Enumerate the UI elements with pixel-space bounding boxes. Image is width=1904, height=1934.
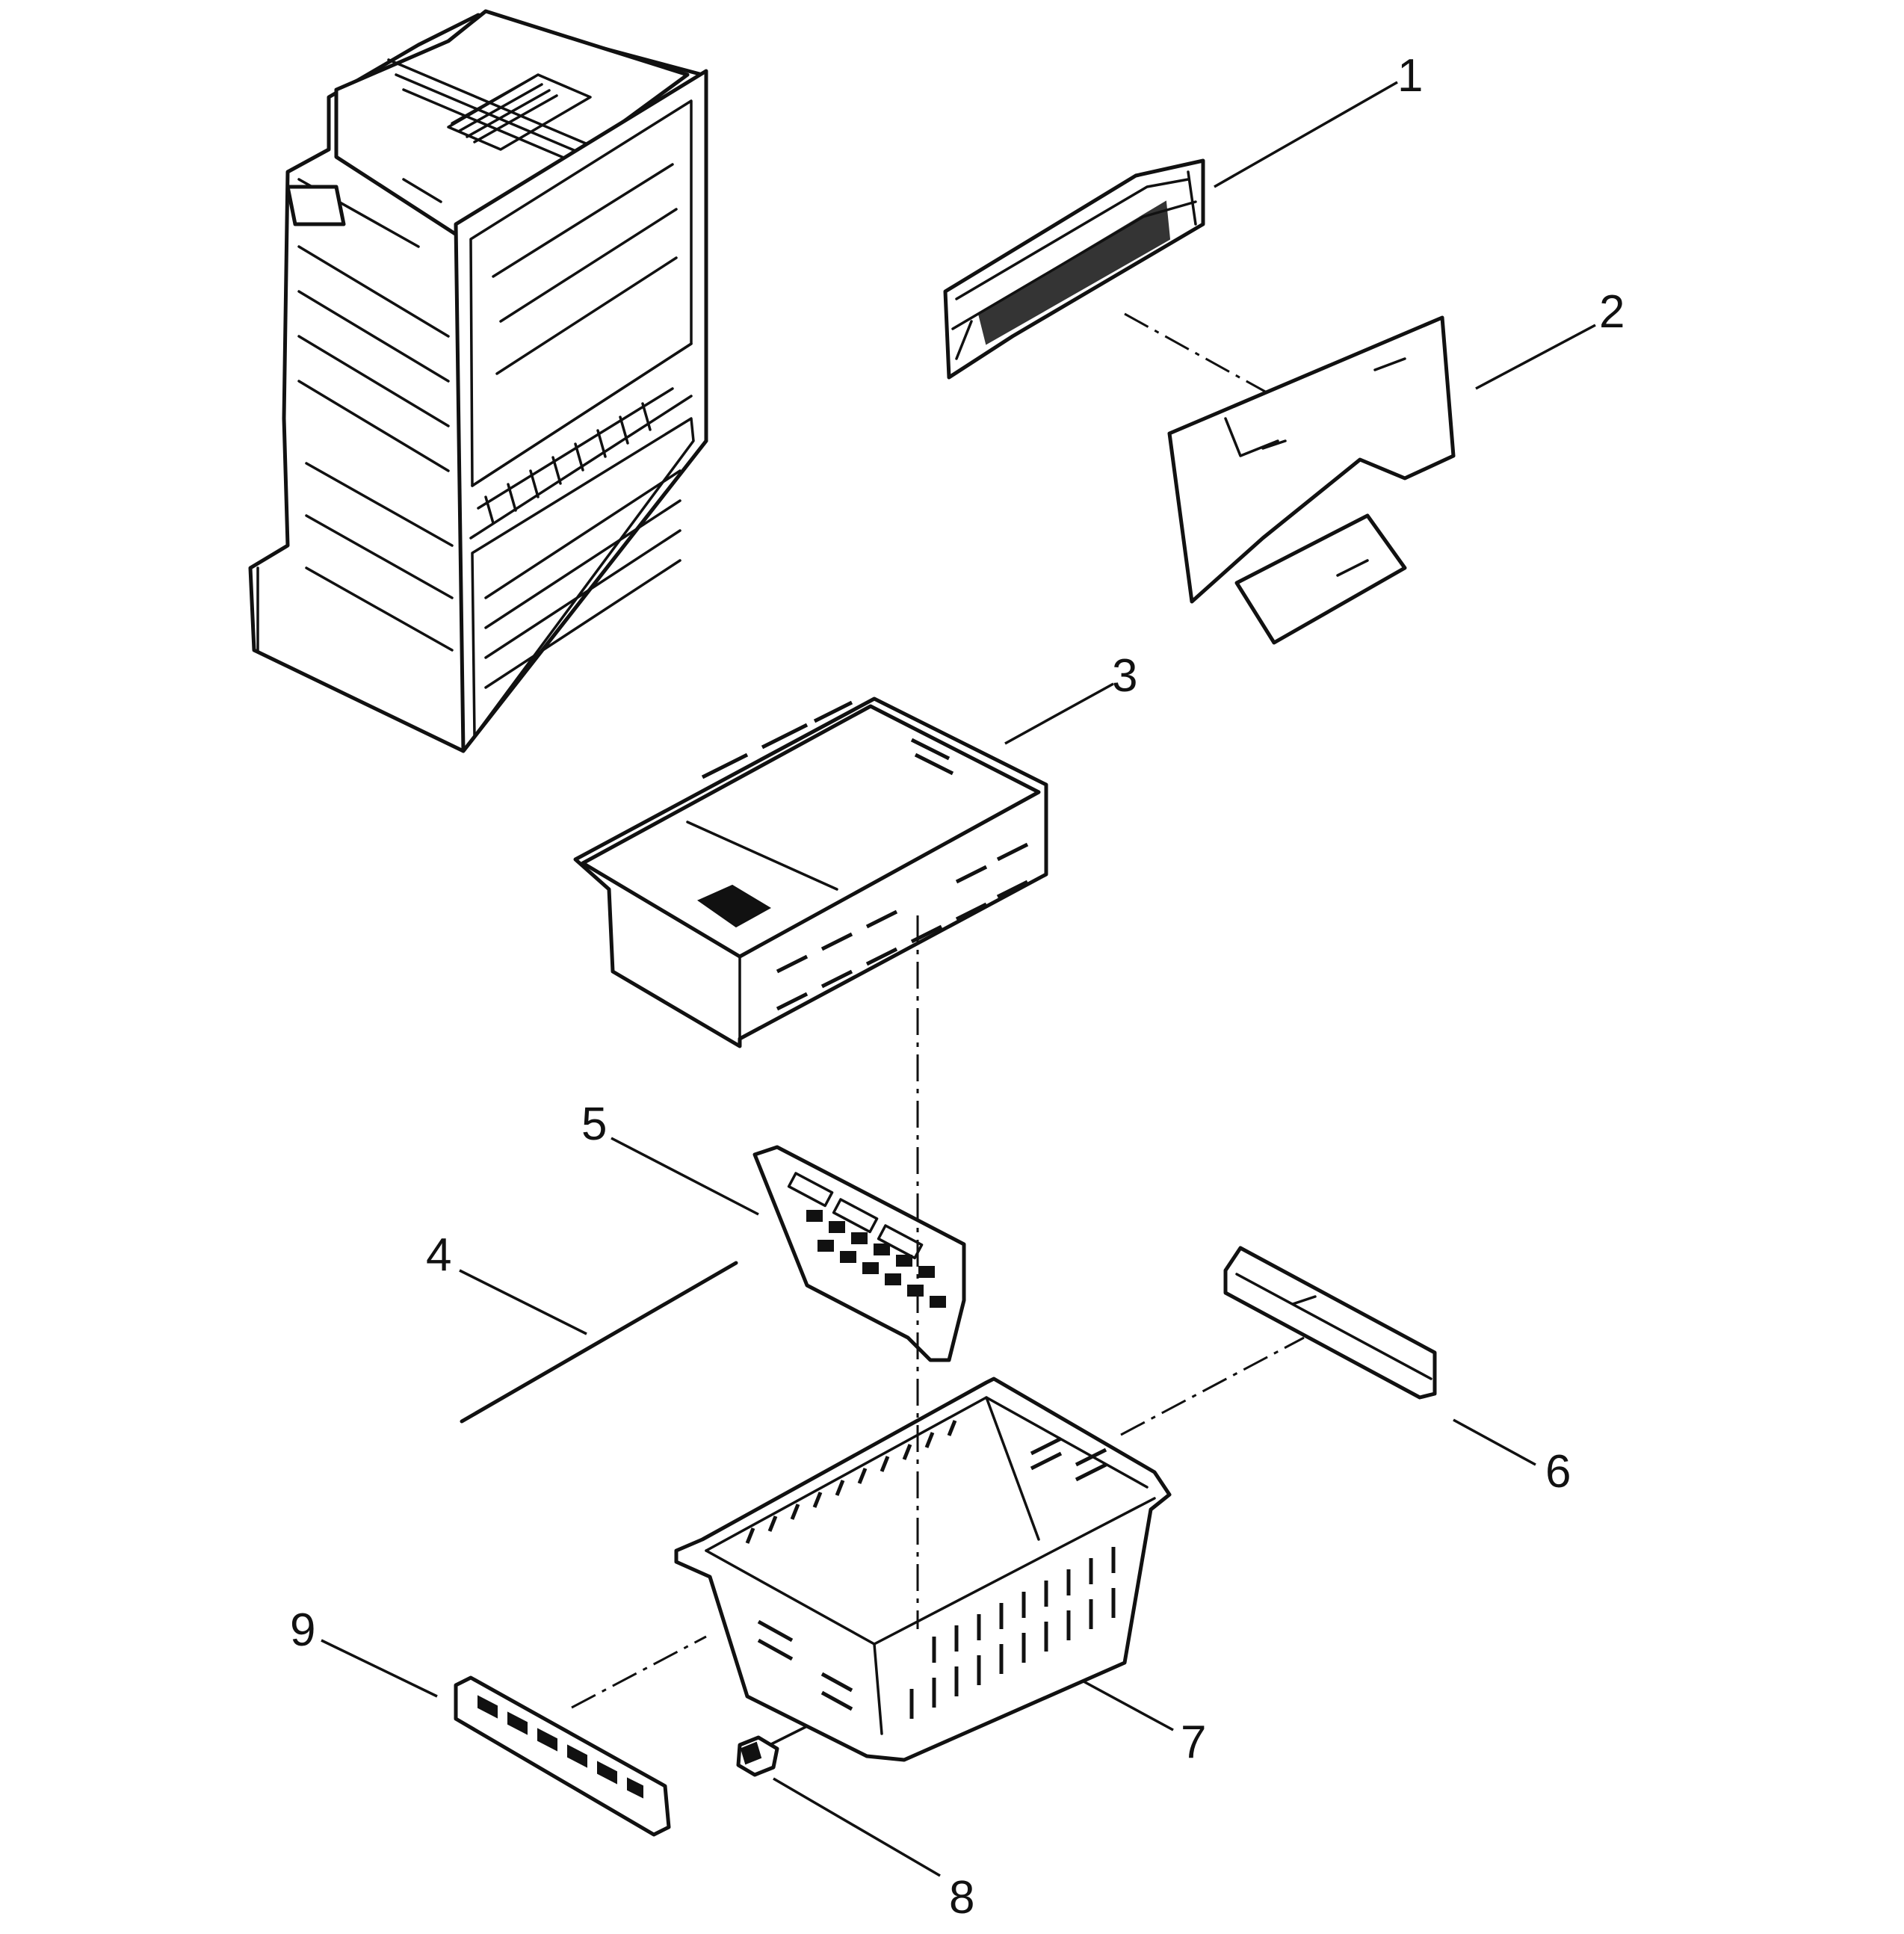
basket-back-ribs [745, 1420, 957, 1544]
top-vent-grille [451, 75, 558, 143]
callout-labels: 1 2 3 4 5 6 7 8 9 [290, 50, 1625, 1924]
callout-4: 4 [426, 1229, 451, 1281]
part-2-evaporator-cover [1167, 315, 1456, 645]
part-9-bracket [454, 1675, 671, 1837]
refrigerator-cabinet [248, 9, 708, 753]
divider-grille [787, 1172, 946, 1308]
callout-9: 9 [290, 1604, 315, 1656]
part-5-divider [752, 1145, 966, 1362]
bracket-holes [477, 1695, 643, 1799]
callout-6: 6 [1545, 1446, 1571, 1498]
leader-lines [321, 81, 1596, 1877]
assembly-lines [571, 312, 1305, 1709]
drawer-rear-slots [701, 700, 954, 779]
drawer-front-slots [776, 842, 1029, 1011]
callout-5: 5 [581, 1099, 607, 1150]
part-8-stopper [736, 1735, 779, 1777]
callout-2: 2 [1599, 286, 1625, 338]
basket-side-slots [757, 1436, 1107, 1711]
part-4-rod [460, 1261, 738, 1424]
callout-3: 3 [1112, 650, 1137, 702]
basket-front-ribs [909, 1547, 1116, 1719]
part-3-upper-freezer-drawer [573, 696, 1048, 1048]
divider-ribs [477, 387, 674, 525]
callout-7: 7 [1181, 1717, 1206, 1768]
callout-8: 8 [949, 1872, 974, 1924]
callout-1: 1 [1397, 50, 1423, 102]
part-6-rail [1223, 1246, 1437, 1400]
part-7-freezer-basket [674, 1377, 1172, 1762]
part-1-evaporator [943, 158, 1205, 380]
